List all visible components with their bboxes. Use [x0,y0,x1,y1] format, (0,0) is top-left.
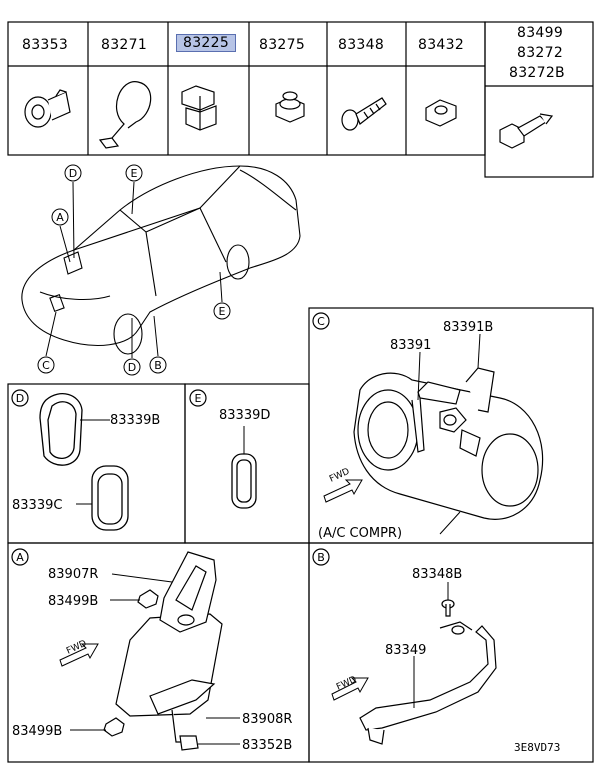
panel-c-leaders [323,333,481,535]
label-83499b-bottom: 83499B [12,724,62,739]
panel-b-leaders [331,582,449,708]
part-code-83275: 83275 [259,37,306,53]
car-callout-circles [37,164,231,376]
panel-a-letter: A [16,551,24,564]
car-callout-a: A [56,211,64,224]
car-callout-c: C [42,359,50,372]
part-code-83432: 83432 [418,37,465,53]
label-83352b: 83352B [242,738,292,753]
label-83339b: 83339B [110,413,160,428]
clamp-83225-icon [181,85,217,131]
screw-83348-icon [341,97,387,131]
car-callout-d2: D [128,361,136,374]
ac-compr-caption: (A/C COMPR) [318,526,402,541]
panel-c-letter: C [317,315,325,328]
bolt-83499-icon [499,113,554,149]
panel-d-texts: D 83339B 83339C [12,392,160,513]
label-83907r: 83907R [48,567,98,582]
label-83391: 83391 [390,338,431,353]
car-callout-letters: D E A E C D B [42,167,225,374]
panel-e-texts: E 83339D [195,392,271,423]
part-code-83225-highlighted[interactable]: 83225 [176,34,237,52]
label-83391b: 83391B [443,320,493,335]
car-callout-leaders [45,181,223,358]
panel-e-letter: E [195,392,202,405]
panel-a-fwd: FWD [65,639,88,657]
grommet-83339c-illustration [91,465,129,531]
bolt-83499b-illustrations [103,589,159,737]
bracket-83349-illustration [359,621,497,745]
panel-a-leaders [59,573,240,745]
panel-b-texts: B 83348B 83349 FWD [317,551,462,693]
grommet-83339d-illustration [231,453,257,509]
part-code-83272b: 83272B [509,65,565,81]
clip-83353-icon [24,89,71,128]
part-code-83271: 83271 [101,37,148,53]
label-83908r: 83908R [242,712,292,727]
panel-d-letter: D [16,392,24,405]
nut-83432-icon [425,99,457,127]
ac-compressor-illustration [353,367,544,520]
label-83499b-top: 83499B [48,594,98,609]
screw-83348b-illustration [441,599,455,617]
part-code-83272: 83272 [517,45,564,61]
bracket-83908r-illustration [149,679,216,751]
panel-b-frame [308,542,594,763]
label-83339c: 83339C [12,498,62,513]
nut-83275-icon [275,91,305,123]
label-83348b: 83348B [412,567,462,582]
car-illustration [21,165,301,355]
part-code-83499: 83499 [517,25,564,41]
header-table [7,21,594,178]
part-code-83353: 83353 [22,37,69,53]
panel-a-texts: A 83907R 83499B 83499B 83908R 83352B FWD [12,551,292,753]
car-callout-b: B [154,359,162,372]
label-83339d: 83339D [219,408,270,423]
car-callout-d1: D [69,167,77,180]
grommet-83339b-illustration [39,393,83,466]
label-83349: 83349 [385,643,426,658]
panel-d-leaders [76,419,110,505]
band-83271-icon [98,81,152,149]
car-callout-e2: E [219,305,226,318]
diagram-code: 3E8VD73 [514,741,561,754]
part-code-83348: 83348 [338,37,385,53]
car-callout-e1: E [131,167,138,180]
panel-b-letter: B [317,551,325,564]
